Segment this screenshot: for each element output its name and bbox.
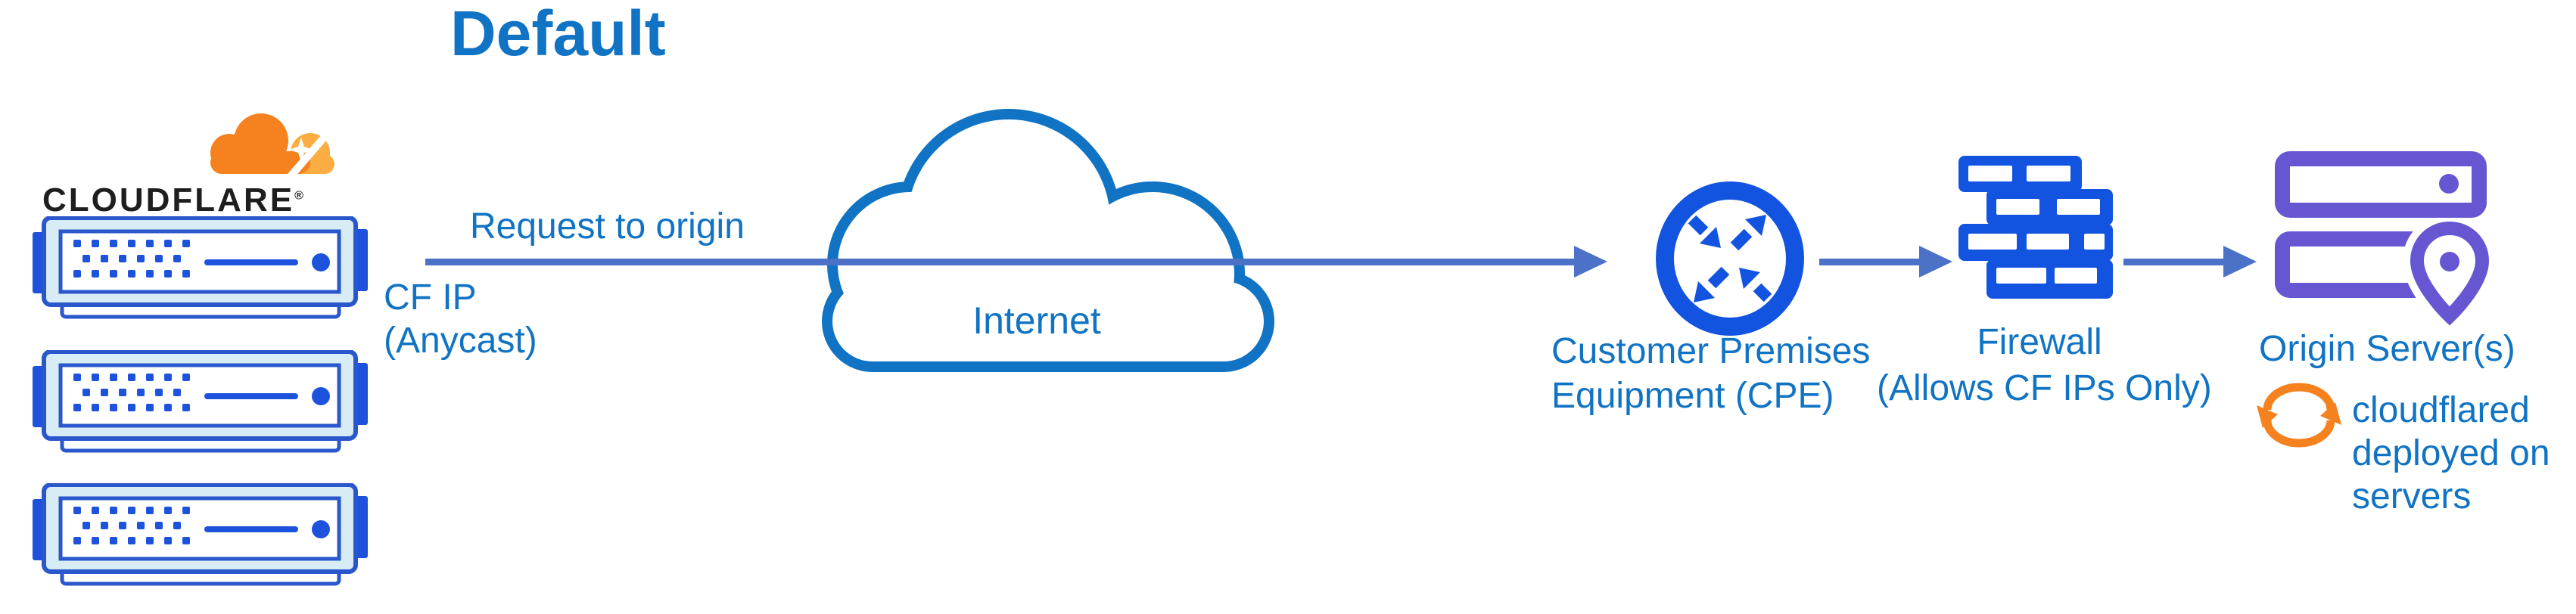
firewall-origin-arrowhead-icon — [2223, 246, 2257, 278]
diagram-title: Default — [450, 0, 666, 69]
cpe-label-line1: Customer Premises — [1551, 331, 1871, 371]
cloudflared-note: cloudflared deployed on servers — [2352, 389, 2550, 518]
firewall-origin-arrow-line — [2123, 259, 2225, 265]
cpe-label-line2: Equipment (CPE) — [1551, 376, 1834, 416]
cloudflared-note-line3: servers — [2352, 476, 2472, 516]
cloudflare-logo-icon — [188, 107, 339, 185]
request-arrow-line — [425, 259, 1576, 265]
origin-servers-icon — [2270, 148, 2497, 336]
firewall-label-line1: Firewall — [1977, 322, 2102, 362]
firewall-label-line2: (Allows CF IPs Only) — [1877, 368, 2212, 408]
cloudflared-note-line2: deployed on — [2352, 433, 2550, 473]
cf-ip-anycast-label: CF IP (Anycast) — [384, 276, 537, 362]
cloudflared-note-line1: cloudflared — [2352, 390, 2530, 430]
firewall-label: Firewall (Allows CF IPs Only) — [1877, 319, 2212, 411]
cf-ip-line1: CF IP — [384, 278, 477, 318]
cpe-label: Customer Premises Equipment (CPE) — [1551, 329, 1870, 418]
firewall-brick-icon — [1958, 156, 2113, 301]
cpe-firewall-arrowhead-icon — [1919, 246, 1952, 278]
cf-ip-line2: (Anycast) — [384, 321, 537, 361]
cpe-firewall-arrow-line — [1819, 259, 1921, 265]
internet-label: Internet — [972, 299, 1101, 342]
edge-server-icon — [30, 216, 371, 322]
registered-mark: ® — [294, 189, 303, 203]
request-to-origin-label: Request to origin — [470, 206, 745, 247]
sync-arrows-icon — [2252, 381, 2346, 454]
request-arrowhead-icon — [1574, 246, 1607, 278]
origin-servers-label: Origin Server(s) — [2259, 329, 2515, 369]
edge-server-icon — [30, 483, 371, 589]
cloudflare-wordmark: CLOUDFLARE® — [42, 181, 303, 219]
edge-server-icon — [30, 350, 371, 456]
cpe-router-icon — [1654, 180, 1806, 337]
